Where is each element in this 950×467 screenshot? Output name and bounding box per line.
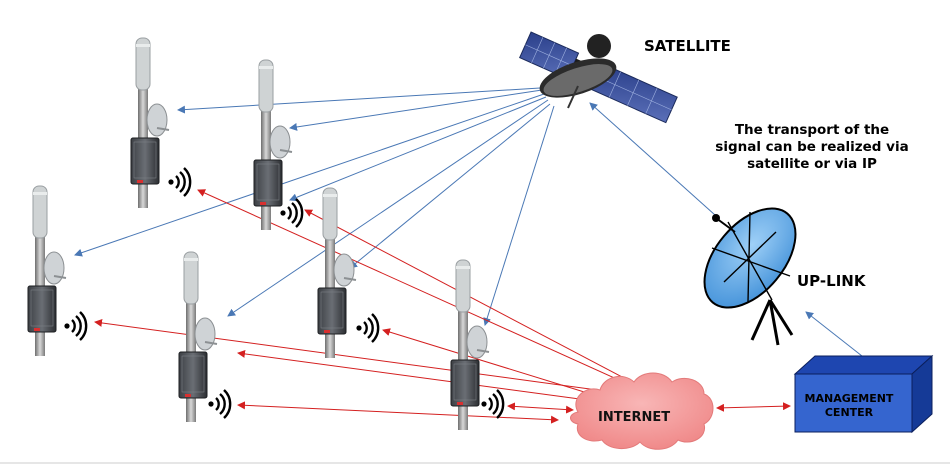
wireless-signal-icon	[480, 388, 505, 420]
internet-to-management	[716, 402, 791, 412]
satellite-link-7	[483, 105, 555, 326]
transport-note: The transport of the signal can be reali…	[715, 122, 909, 172]
management-to-uplink	[805, 311, 863, 357]
uplink-dish-icon	[703, 207, 797, 346]
internet-label: INTERNET	[598, 410, 671, 425]
wireless-signal-icon	[63, 310, 88, 342]
satellite-link-3	[74, 93, 545, 257]
uplink-to-satellite	[589, 102, 716, 216]
antenna-tower-icon	[317, 187, 357, 359]
wireless-signal-icon	[207, 388, 232, 420]
antenna-tower-icon	[178, 251, 218, 423]
satellite-icon	[519, 31, 678, 124]
internet-cloud-icon	[570, 372, 714, 450]
antenna-tower-icon	[27, 185, 67, 357]
internet-link-3	[94, 318, 613, 396]
management-center-label: MANAGEMENT CENTER	[793, 392, 905, 420]
wireless-signal-icon	[167, 166, 192, 198]
wireless-signal-icon	[279, 197, 304, 229]
internet-link-4	[382, 328, 595, 397]
satellite-link-1	[177, 87, 541, 114]
management-label-line1: MANAGEMENT	[804, 392, 894, 405]
antenna-tower-icon	[253, 59, 293, 231]
internet-link-6	[237, 401, 559, 424]
management-center-box-icon	[793, 354, 934, 434]
uplink-label: UP-LINK	[797, 272, 866, 290]
satellite-link-2	[289, 89, 543, 131]
internet-links	[94, 189, 791, 424]
internet-link-5	[237, 349, 588, 404]
wireless-signal-icon	[355, 312, 380, 344]
management-label-line2: CENTER	[824, 406, 874, 419]
satellite-link-4	[289, 96, 547, 202]
antenna-tower-icon	[130, 37, 170, 209]
satellite-link-6	[349, 103, 551, 269]
internet-link-7	[507, 402, 574, 414]
satellite-label: SATELLITE	[644, 37, 731, 55]
